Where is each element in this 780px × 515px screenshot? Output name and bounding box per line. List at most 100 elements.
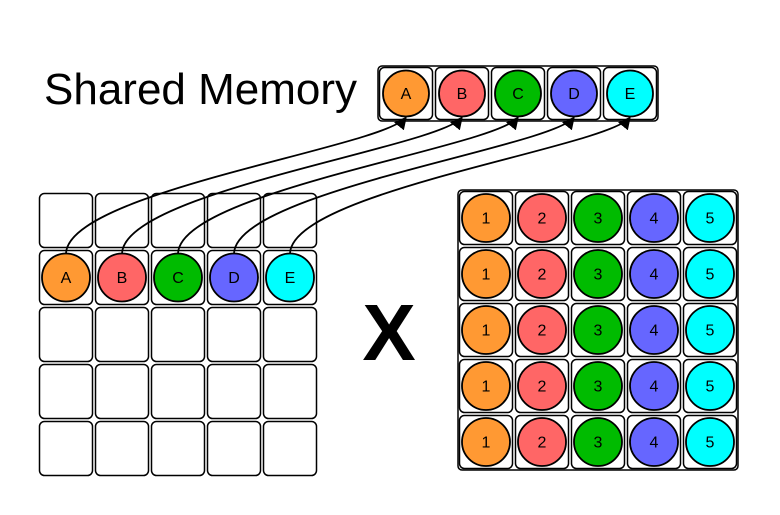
right-ball-r0-3-circle — [573, 193, 623, 243]
right-ball-r0-3: 3 — [573, 193, 623, 243]
right-ball-r0-4-circle — [629, 193, 679, 243]
right-ball-r3-3: 3 — [573, 361, 623, 411]
right-ball-r4-1-label: 1 — [482, 435, 491, 452]
left-ball-b-label: B — [117, 270, 128, 287]
left-ball-c-label: C — [172, 270, 184, 287]
left-ball-d-label: D — [228, 270, 240, 287]
right-ball-r4-4: 4 — [629, 417, 679, 467]
right-ball-r0-2-circle — [517, 193, 567, 243]
right-ball-r4-4-label: 4 — [650, 435, 659, 452]
right-ball-r1-3: 3 — [573, 249, 623, 299]
right-ball-r3-3-circle — [573, 361, 623, 411]
right-ball-r1-5-label: 5 — [706, 267, 715, 284]
right-ball-r4-2-circle — [517, 417, 567, 467]
right-ball-r0-1-circle — [461, 193, 511, 243]
right-ball-r2-2-circle — [517, 305, 567, 355]
right-ball-r2-3-circle — [573, 305, 623, 355]
multiply-operator: X — [362, 288, 415, 377]
right-ball-r2-4-label: 4 — [650, 323, 659, 340]
right-ball-r1-4-circle — [629, 249, 679, 299]
shared-ball-a-circle — [382, 69, 430, 118]
right-ball-r3-1: 1 — [461, 361, 511, 411]
right-ball-r4-5-label: 5 — [706, 435, 715, 452]
left-cell-r2c1 — [94, 306, 150, 363]
right-ball-r3-4-circle — [629, 361, 679, 411]
left-ball-c: C — [153, 252, 203, 303]
right-ball-r2-3: 3 — [573, 305, 623, 355]
left-cell-r3c1 — [94, 363, 150, 420]
right-ball-r2-1: 1 — [461, 305, 511, 355]
right-ball-r3-5: 5 — [685, 361, 735, 411]
left-cell-r3c0 — [38, 363, 94, 420]
right-ball-r2-5-circle — [685, 305, 735, 355]
shared-ball-b-circle — [438, 69, 486, 118]
right-ball-r1-4: 4 — [629, 249, 679, 299]
shared-ball-e-circle — [606, 69, 654, 118]
shared-ball-c: C — [494, 69, 542, 118]
left-cell-r2c3 — [206, 306, 262, 363]
right-ball-r1-5-circle — [685, 249, 735, 299]
load-arrows — [65, 116, 631, 254]
right-ball-r0-5-label: 5 — [706, 211, 715, 228]
right-ball-r0-1-label: 1 — [482, 211, 491, 228]
right-ball-r2-4-circle — [629, 305, 679, 355]
arrow-d — [233, 116, 575, 254]
right-ball-r2-3-label: 3 — [594, 323, 603, 340]
shared-ball-d: D — [550, 69, 598, 118]
shared-ball-c-label: C — [512, 86, 524, 103]
right-matrix-frame — [457, 189, 739, 471]
right-ball-r0-2: 2 — [517, 193, 567, 243]
right-ball-r1-3-label: 3 — [594, 267, 603, 284]
right-ball-r2-5: 5 — [685, 305, 735, 355]
left-ball-a: A — [41, 252, 91, 303]
left-cell-r4c1 — [94, 420, 150, 477]
left-cell-r3c3 — [206, 363, 262, 420]
left-cell-r4c2 — [150, 420, 206, 477]
right-ball-r1-2-circle — [517, 249, 567, 299]
right-ball-r4-5: 5 — [685, 417, 735, 467]
right-ball-r4-3: 3 — [573, 417, 623, 467]
right-ball-r4-2: 2 — [517, 417, 567, 467]
left-cell-r4c0 — [38, 420, 94, 477]
right-ball-r4-3-circle — [573, 417, 623, 467]
right-ball-r1-1: 1 — [461, 249, 511, 299]
right-ball-r3-2-circle — [517, 361, 567, 411]
left-ball-d: D — [209, 252, 259, 303]
right-ball-r2-4: 4 — [629, 305, 679, 355]
right-ball-r0-5-circle — [685, 193, 735, 243]
right-ball-r4-4-circle — [629, 417, 679, 467]
right-ball-r3-1-circle — [461, 361, 511, 411]
left-ball-b: B — [97, 252, 147, 303]
right-ball-r2-2-label: 2 — [538, 323, 547, 340]
left-ball-a-label: A — [61, 270, 72, 287]
right-ball-r2-2: 2 — [517, 305, 567, 355]
shared-ball-a: A — [382, 69, 430, 118]
left-cell-r0c0 — [38, 192, 94, 249]
right-ball-r2-5-label: 5 — [706, 323, 715, 340]
left-cell-r3c4 — [262, 363, 318, 420]
left-cell-r2c0 — [38, 306, 94, 363]
right-ball-r1-4-label: 4 — [650, 267, 659, 284]
right-ball-r3-1-label: 1 — [482, 379, 491, 396]
shared-ball-b-label: B — [457, 86, 468, 103]
right-ball-r3-2: 2 — [517, 361, 567, 411]
right-ball-r3-5-label: 5 — [706, 379, 715, 396]
right-ball-r1-5: 5 — [685, 249, 735, 299]
shared-ball-e: E — [606, 69, 654, 118]
right-ball-r2-1-circle — [461, 305, 511, 355]
right-ball-r1-2: 2 — [517, 249, 567, 299]
right-ball-r4-1: 1 — [461, 417, 511, 467]
arrow-c — [177, 116, 519, 254]
right-ball-r4-5-circle — [685, 417, 735, 467]
right-ball-r2-1-label: 1 — [482, 323, 491, 340]
right-ball-r0-4-label: 4 — [650, 211, 659, 228]
right-ball-r1-2-label: 2 — [538, 267, 547, 284]
right-ball-r0-2-label: 2 — [538, 211, 547, 228]
right-ball-r1-1-label: 1 — [482, 267, 491, 284]
right-ball-r4-2-label: 2 — [538, 435, 547, 452]
